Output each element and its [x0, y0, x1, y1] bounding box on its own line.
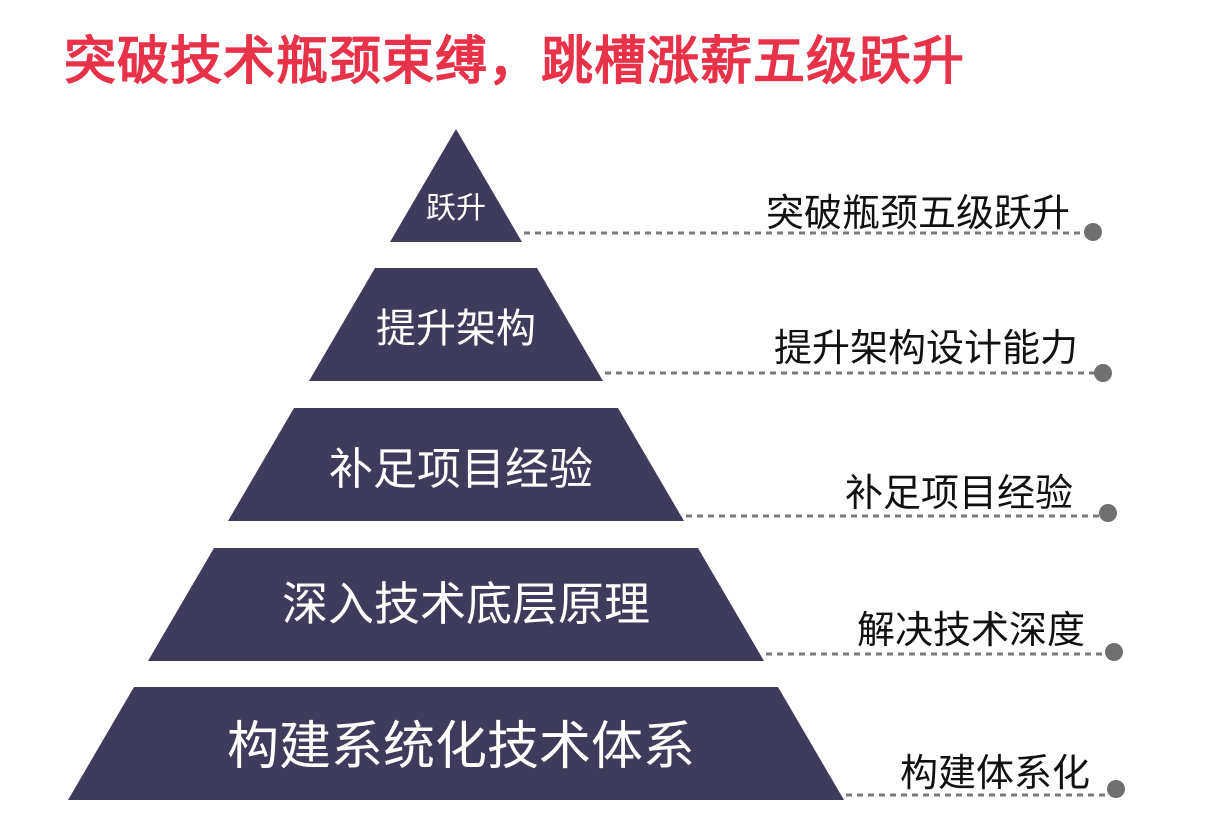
tier-4-leader-dot — [1105, 643, 1123, 661]
tier-3-leader-dot — [1099, 504, 1117, 522]
tier-1-leader-dot — [1084, 223, 1102, 241]
pyramid-tier-1: 跃升 突破瓶颈五级跃升 — [390, 129, 1102, 242]
tier-5-leader-dot — [1107, 780, 1125, 798]
tier-4-side-label: 解决技术深度 — [857, 608, 1085, 652]
tier-5-label: 构建系统化技术体系 — [227, 717, 695, 777]
tier-4-shape — [148, 548, 764, 661]
tier-3-label: 补足项目经验 — [329, 444, 593, 495]
pyramid-tier-5: 构建系统化技术体系 构建体系化 — [68, 687, 1125, 800]
tier-5-shape — [68, 687, 844, 800]
tier-5-side-label: 构建体系化 — [900, 751, 1090, 795]
pyramid-tier-3: 补足项目经验 补足项目经验 — [228, 408, 1117, 522]
page-title: 突破技术瓶颈束缚，跳槽涨薪五级跃升 — [64, 32, 966, 92]
tier-4-label: 深入技术底层原理 — [282, 577, 650, 631]
tier-2-leader-dot — [1094, 364, 1112, 382]
tier-2-shape — [309, 268, 603, 381]
tier-1-side-label: 突破瓶颈五级跃升 — [766, 191, 1070, 235]
tier-2-label: 提升架构 — [376, 306, 536, 352]
tier-3-shape — [228, 408, 684, 521]
tier-3-side-label: 补足项目经验 — [845, 471, 1073, 515]
pyramid-tier-2: 提升架构 提升架构设计能力 — [309, 268, 1112, 382]
tier-1-shape — [390, 129, 522, 242]
tier-2-side-label: 提升架构设计能力 — [774, 326, 1078, 370]
tier-1-label: 跃升 — [426, 191, 486, 226]
pyramid-tier-4: 深入技术底层原理 解决技术深度 — [148, 548, 1123, 661]
